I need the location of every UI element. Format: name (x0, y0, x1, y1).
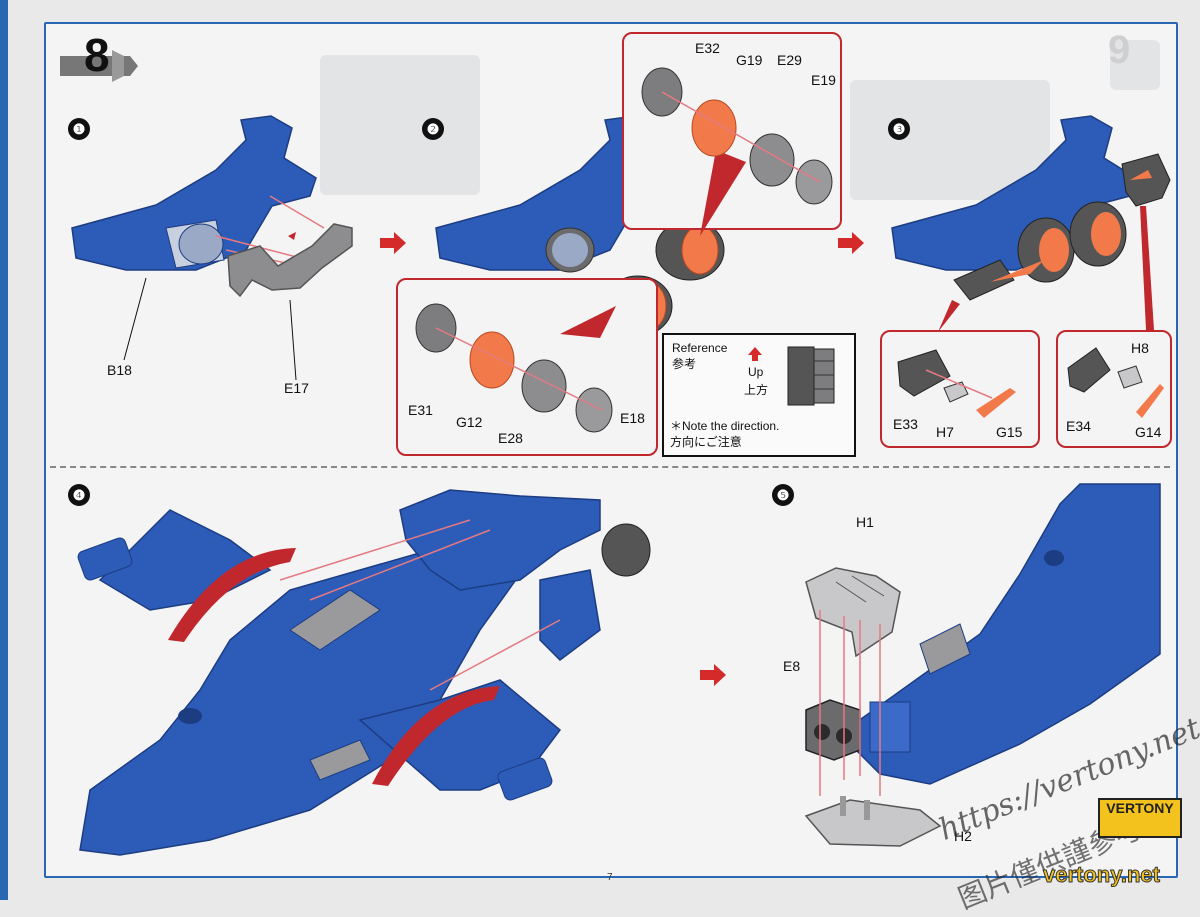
substep-4-marker: ❹ (68, 484, 90, 506)
reference-nozzle-icon (787, 346, 835, 406)
label-G14: G14 (1135, 424, 1162, 440)
background-ghost-3 (1110, 40, 1160, 90)
reference-title: Reference (672, 341, 728, 355)
label-E33: E33 (893, 416, 918, 432)
reference-note-jp: 方向にご注意 (670, 435, 742, 449)
callout-step3-left-pointer (938, 300, 960, 332)
part-H2-shape (804, 796, 942, 847)
label-G19: G19 (736, 52, 763, 68)
page-number: 7 (607, 872, 613, 883)
step2-top-parts (641, 67, 833, 205)
reference-note: ＊Note the direction. (670, 419, 780, 433)
label-G12: G12 (456, 414, 483, 430)
label-E8: E8 (783, 658, 801, 674)
up-arrow-icon (748, 347, 762, 361)
label-E34: E34 (1066, 418, 1091, 434)
substep-1-marker: ❶ (68, 118, 90, 140)
substep-3-marker: ❸ (888, 118, 910, 140)
label-E32: E32 (695, 40, 720, 56)
left-edge-strip (0, 0, 8, 900)
watermark-site: vertony.net (1043, 862, 1161, 888)
label-E31: E31 (408, 402, 433, 418)
label-H7: H7 (936, 424, 954, 440)
substep-5-marker: ❺ (772, 484, 794, 506)
next-arrow-3 (700, 664, 726, 686)
label-H2: H2 (954, 828, 972, 844)
next-arrow-2 (838, 232, 864, 254)
step-badge (60, 50, 138, 82)
next-step-number: 9 (1108, 28, 1131, 72)
step3-right-parts (1067, 347, 1164, 418)
reference-up-jp: 上方 (744, 383, 769, 397)
callout-step3-right (1056, 330, 1172, 448)
step1-leader-lines (123, 277, 297, 381)
reference-box: Reference 参考 Up 上方 ＊Note the direction. … (662, 333, 856, 457)
label-B18: B18 (107, 362, 132, 378)
step5-guide-lines (819, 610, 881, 796)
reference-up: Up (748, 365, 764, 379)
label-G15: G15 (996, 424, 1023, 440)
step3-left-parts (897, 349, 1016, 418)
label-E28: E28 (498, 430, 523, 446)
next-arrow-1 (380, 232, 406, 254)
label-H8: H8 (1131, 340, 1149, 356)
step4-aft-section (279, 489, 651, 691)
step1-ship-section (71, 115, 325, 271)
watermark-logo-text: VERTONY (1106, 800, 1174, 816)
label-E18: E18 (620, 410, 645, 426)
step3-side-parts (953, 153, 1171, 301)
label-E17: E17 (284, 380, 309, 396)
step2-bottom-parts (415, 303, 613, 433)
substep-2-marker: ❷ (422, 118, 444, 140)
callout-step2-bottom-pointer (560, 306, 616, 338)
reference-title-jp: 参考 (672, 357, 697, 371)
label-H1: H1 (856, 514, 874, 530)
background-ghost-2 (850, 80, 1050, 200)
section-divider (50, 466, 1170, 468)
step5-ship-section (838, 483, 1161, 785)
step-number: 8 (84, 29, 110, 81)
part-H1-shape (805, 567, 901, 658)
part-E17-shape (227, 223, 353, 298)
background-ghost-1 (320, 55, 480, 195)
callout-step2-top-pointer (700, 150, 746, 236)
label-E29: E29 (777, 52, 802, 68)
callout-step3-right-pointer (1140, 206, 1154, 330)
watermark-logo: VERTONY (1098, 798, 1182, 838)
label-E19: E19 (811, 72, 836, 88)
